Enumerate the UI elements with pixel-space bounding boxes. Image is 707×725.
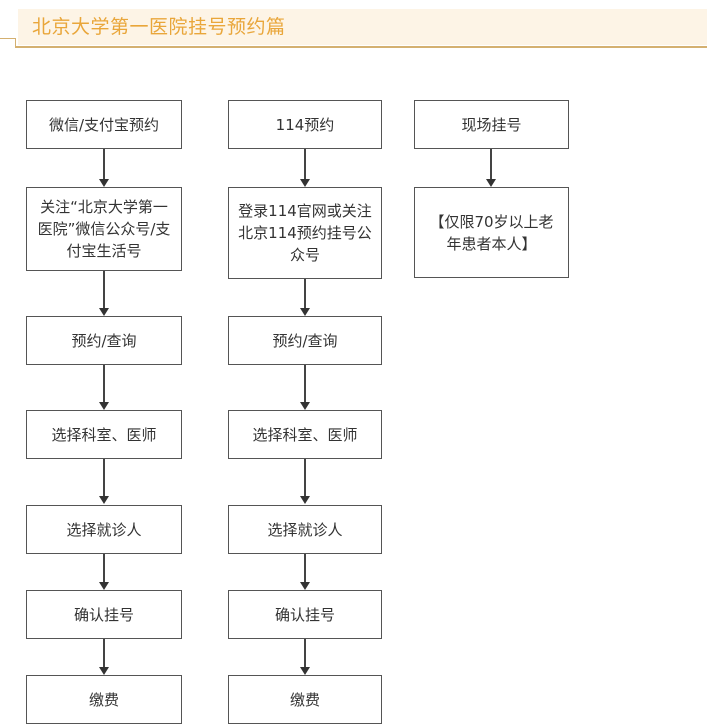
connector: [304, 149, 306, 180]
arrow-down-icon: [300, 402, 310, 410]
connector: [103, 271, 105, 309]
flow-step-onsite-start: 现场挂号: [414, 100, 569, 149]
header-underline-step-vertical: [15, 38, 16, 47]
arrow-down-icon: [99, 667, 109, 675]
connector: [103, 459, 105, 497]
arrow-down-icon: [99, 496, 109, 504]
flow-step-114-start: 114预约: [228, 100, 382, 149]
arrow-down-icon: [99, 308, 109, 316]
connector: [304, 279, 306, 309]
connector: [304, 459, 306, 497]
flow-step-select-patient: 选择就诊人: [228, 505, 382, 554]
flow-step-payment: 缴费: [26, 675, 182, 724]
connector: [304, 639, 306, 668]
header-underline-step: [0, 38, 15, 39]
arrow-down-icon: [99, 179, 109, 187]
connector: [103, 639, 105, 668]
flow-step-book-query: 预约/查询: [228, 316, 382, 365]
flow-step-payment: 缴费: [228, 675, 382, 724]
page-title: 北京大学第一医院挂号预约篇: [32, 16, 286, 38]
header-band: [18, 9, 707, 45]
flow-step-login-114: 登录114官网或关注北京114预约挂号公众号: [228, 187, 382, 279]
arrow-down-icon: [300, 582, 310, 590]
flow-step-select-dept-doctor: 选择科室、医师: [26, 410, 182, 459]
arrow-down-icon: [300, 179, 310, 187]
connector: [103, 365, 105, 403]
flow-step-follow-account: 关注“北京大学第一医院”微信公众号/支付宝生活号: [26, 187, 182, 271]
flow-step-confirm-registration: 确认挂号: [26, 590, 182, 639]
flow-step-wechat-alipay-start: 微信/支付宝预约: [26, 100, 182, 149]
arrow-down-icon: [300, 496, 310, 504]
flow-step-select-patient: 选择就诊人: [26, 505, 182, 554]
connector: [490, 149, 492, 180]
arrow-down-icon: [486, 179, 496, 187]
flow-step-confirm-registration: 确认挂号: [228, 590, 382, 639]
arrow-down-icon: [300, 667, 310, 675]
arrow-down-icon: [99, 402, 109, 410]
flow-step-book-query: 预约/查询: [26, 316, 182, 365]
flow-step-onsite-restriction: 【仅限70岁以上老年患者本人】: [414, 187, 569, 278]
arrow-down-icon: [300, 308, 310, 316]
connector: [103, 554, 105, 583]
connector: [304, 365, 306, 403]
connector: [103, 149, 105, 180]
flow-step-select-dept-doctor: 选择科室、医师: [228, 410, 382, 459]
arrow-down-icon: [99, 582, 109, 590]
connector: [304, 554, 306, 583]
header-underline: [15, 46, 707, 48]
